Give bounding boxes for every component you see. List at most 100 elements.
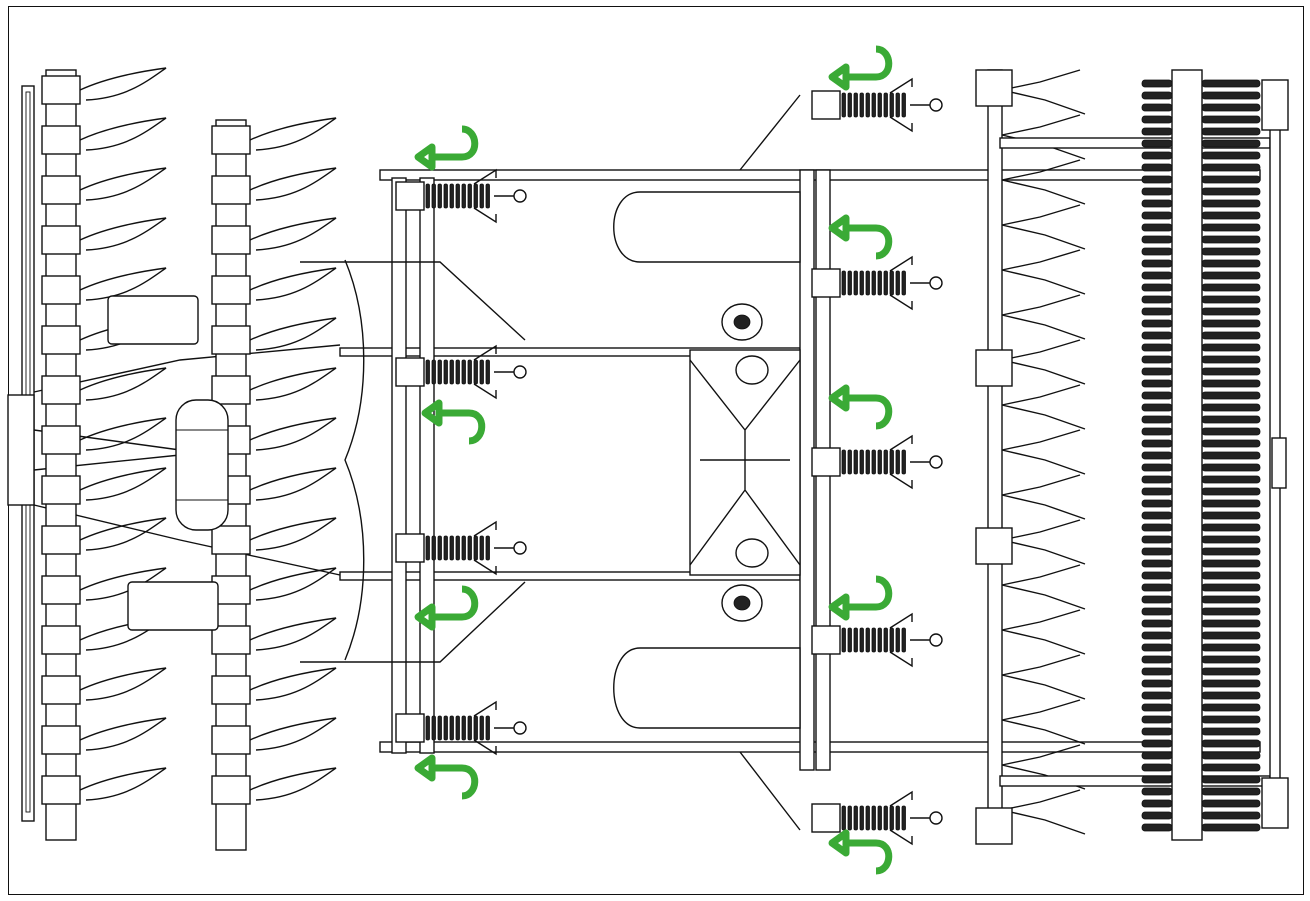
roller-ring [1201, 283, 1261, 292]
roller-ring [1141, 751, 1173, 760]
roller-ring [1141, 799, 1173, 808]
roller-ring [1201, 163, 1261, 172]
disc-blade [249, 367, 337, 401]
roller-ring [1201, 703, 1261, 712]
roller-ring [1141, 391, 1173, 400]
roller-ring [1141, 763, 1173, 772]
disc-bearing [211, 725, 251, 755]
hydraulic-components [107, 295, 229, 631]
disc-bearing [41, 475, 81, 505]
disc-blade [249, 217, 337, 251]
disc-blade [79, 117, 167, 151]
disc-blade [79, 467, 167, 501]
disc-blade [79, 517, 167, 551]
roller-ring [1201, 547, 1261, 556]
disc-gang-front-2 [211, 117, 337, 851]
roller-ring [1201, 427, 1261, 436]
harrow-tine [1001, 249, 1086, 295]
brake-chamber-top [721, 303, 769, 385]
harrow-bracket [975, 527, 1013, 565]
roller-ring [1201, 439, 1261, 448]
roller-ring [1201, 583, 1261, 592]
roller-ring [1201, 403, 1261, 412]
roller-ring [1201, 787, 1261, 796]
roller-ring [1141, 583, 1173, 592]
disc-bearing [41, 375, 81, 405]
roller-ring [1201, 751, 1261, 760]
rotation-arrow-front-left-top [414, 125, 479, 171]
disc-blade [79, 717, 167, 751]
roller-ring [1201, 679, 1261, 688]
roller-ring [1141, 727, 1173, 736]
roller-ring [1141, 463, 1173, 472]
roller-ring [1201, 151, 1261, 160]
roller-ring [1141, 655, 1173, 664]
roller-ring [1141, 223, 1173, 232]
roller-ring [1201, 715, 1261, 724]
disc-bearing [211, 525, 251, 555]
rotation-arrow-rear-top [828, 45, 893, 91]
disc-bearing [41, 775, 81, 805]
roller-ring [1201, 127, 1261, 136]
roller-ring [1141, 307, 1173, 316]
roller-ring [1141, 175, 1173, 184]
main-frame [300, 94, 1261, 831]
disc-blade [249, 517, 337, 551]
roller-ring [1141, 691, 1173, 700]
roller-ring [1201, 367, 1261, 376]
roller-ring [1201, 223, 1261, 232]
roller-ring [1141, 619, 1173, 628]
disc-blade [249, 667, 337, 701]
disc-blade [249, 317, 337, 351]
spring-tine [395, 520, 527, 576]
harrow-tine [1001, 204, 1086, 250]
roller-ring [1201, 319, 1261, 328]
roller-ring [1141, 343, 1173, 352]
disc-bearing [41, 725, 81, 755]
roller-ring [1141, 319, 1173, 328]
harrow-bracket [975, 807, 1013, 845]
disc-blade [249, 417, 337, 451]
harrow-tine [1001, 654, 1086, 700]
roller-ring [1201, 211, 1261, 220]
harrow-tine [1001, 609, 1086, 655]
roller-ring [1141, 511, 1173, 520]
roller-ring [1141, 247, 1173, 256]
roller-ring [1141, 451, 1173, 460]
disc-blade [79, 67, 167, 101]
roller-ring [1201, 763, 1261, 772]
disc-bearing [41, 625, 81, 655]
roller-ring [1201, 571, 1261, 580]
roller-ring [1201, 607, 1261, 616]
roller-ring [1141, 559, 1173, 568]
spring-tine [395, 168, 527, 224]
roller-ring [1201, 331, 1261, 340]
disc-blade [249, 117, 337, 151]
disc-bearing [211, 225, 251, 255]
disc-blade [249, 767, 337, 801]
roller-ring [1141, 331, 1173, 340]
spring-tine [395, 344, 527, 400]
roller-ring [1201, 823, 1261, 832]
roller-ring [1201, 79, 1261, 88]
roller-ring [1201, 559, 1261, 568]
disc-blade [249, 167, 337, 201]
rear-harrow [975, 69, 1271, 845]
roller-ring [1201, 643, 1261, 652]
harrow-tine [1001, 429, 1086, 475]
roller-ring [1201, 463, 1261, 472]
roller-ring [1141, 259, 1173, 268]
rotation-arrow-rear-upper [828, 214, 893, 260]
roller-ring [1141, 547, 1173, 556]
roller-ring [1201, 655, 1261, 664]
roller-ring [1141, 823, 1173, 832]
roller-ring [1201, 235, 1261, 244]
spring-tine [811, 790, 943, 846]
roller-ring [1201, 739, 1261, 748]
roller-ring [1141, 703, 1173, 712]
disc-bearing [41, 525, 81, 555]
harrow-tine [1001, 519, 1086, 565]
roller-ring [1141, 151, 1173, 160]
disc-blade [79, 417, 167, 451]
disc-bearing [41, 125, 81, 155]
